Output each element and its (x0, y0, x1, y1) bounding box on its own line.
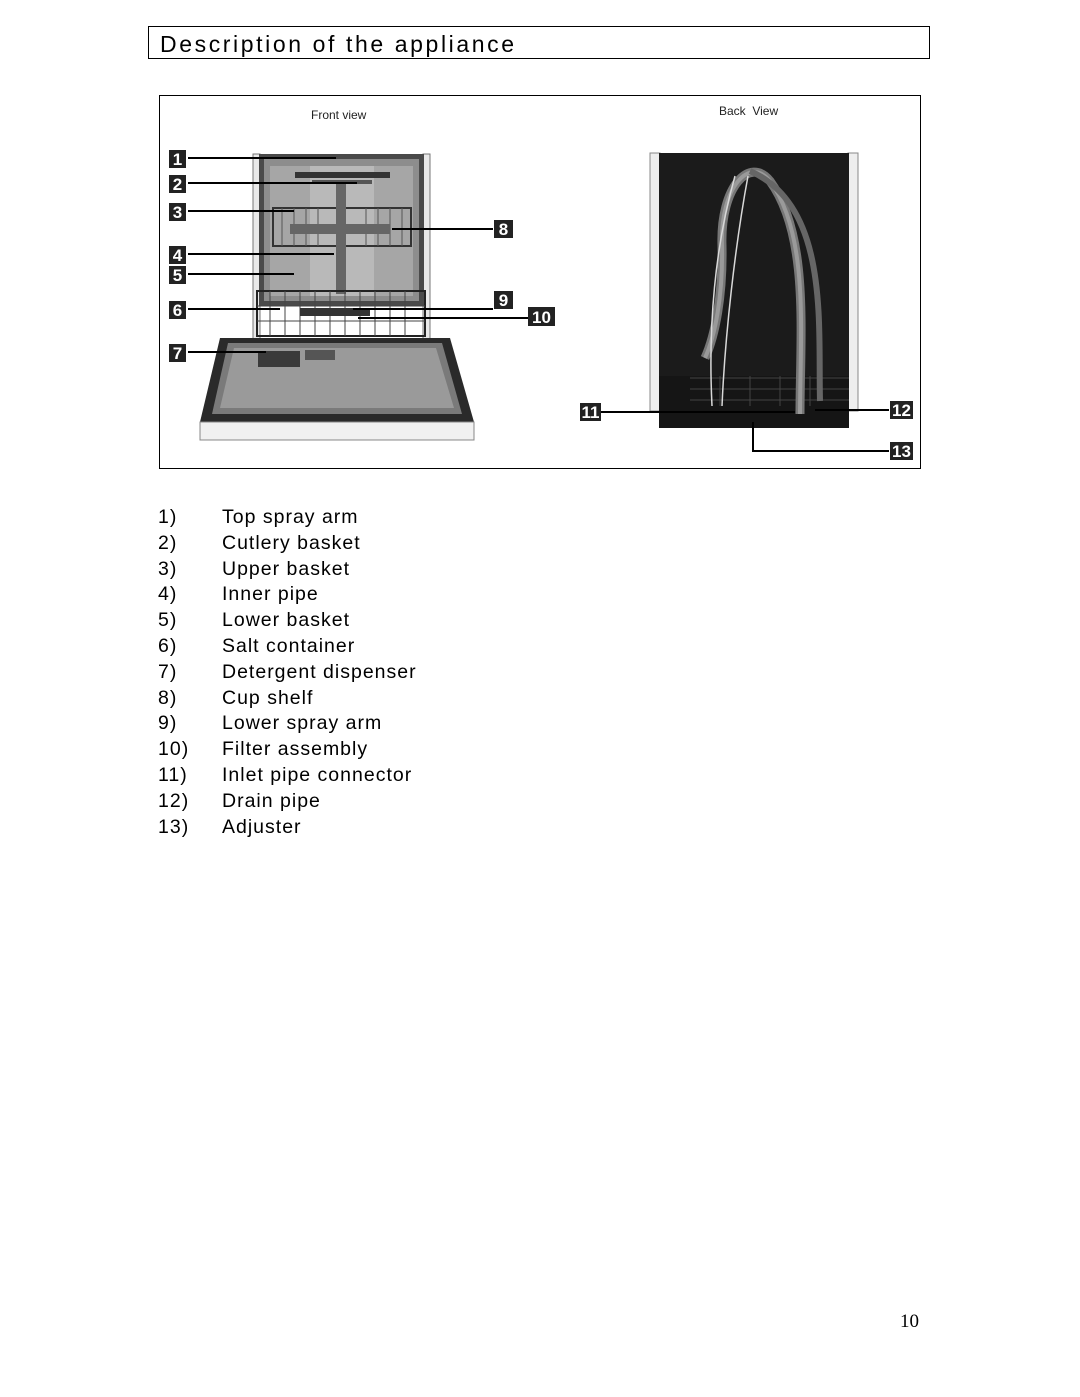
item-number: 1) (158, 506, 178, 528)
callout-number-7: 7 (173, 344, 182, 363)
callout-number-10: 10 (532, 308, 551, 327)
item-label: Salt container (222, 634, 356, 657)
item-number: 7) (158, 660, 178, 683)
back-view-caption: Back View (719, 104, 778, 118)
callout-badge-6 (169, 301, 186, 319)
list-item: 12) Drain pipe (158, 789, 417, 815)
front-callout-lines (188, 157, 528, 353)
list-item: 5) Lower basket (158, 608, 417, 634)
callout-number-6: 6 (173, 301, 182, 320)
callout-number-8: 8 (499, 220, 508, 239)
list-item: 7) Detergent dispenser (158, 660, 417, 686)
item-label: Top spray arm (222, 506, 359, 528)
list-item: 2) Cutlery basket (158, 531, 417, 557)
item-number: 8) (158, 686, 178, 709)
list-item: 9) Lower spray arm (158, 711, 417, 737)
callout-number-4: 4 (173, 246, 183, 265)
item-label: Filter assembly (222, 738, 369, 761)
list-item: 11) Inlet pipe connector (158, 763, 417, 789)
list-item: 8) Cup shelf (158, 686, 417, 712)
callout-number-5: 5 (173, 266, 182, 285)
callout-number-1: 1 (173, 150, 182, 169)
callout-badge-2 (169, 175, 186, 193)
item-label: Cup shelf (222, 686, 314, 709)
callout-badge-12 (890, 401, 913, 419)
item-label: Lower basket (222, 609, 350, 632)
callout-badge-8 (494, 220, 513, 238)
item-number: 6) (158, 634, 178, 657)
callout-badge-11 (580, 403, 601, 421)
item-number: 5) (158, 609, 178, 632)
item-number: 3) (158, 557, 178, 580)
item-number: 12) (158, 789, 190, 812)
list-item: 6) Salt container (158, 634, 417, 660)
item-number: 2) (158, 531, 178, 554)
front-view-caption: Front view (311, 108, 367, 122)
callout-badge-5 (169, 266, 186, 284)
item-label: Drain pipe (222, 789, 321, 812)
callout-badge-9 (494, 291, 513, 309)
page-title: Description of the appliance (160, 31, 517, 57)
item-label: Inner pipe (222, 583, 319, 606)
callout-number-13: 13 (892, 442, 911, 461)
item-number: 13) (158, 815, 190, 838)
item-label: Cutlery basket (222, 531, 361, 554)
parts-legend: 1) Top spray arm 2) Cutlery basket 3) Upper… (158, 505, 417, 840)
section-title-box: Description of the appliance (148, 26, 930, 59)
list-item: 4) Inner pipe (158, 582, 417, 608)
item-label: Inlet pipe connector (222, 763, 413, 786)
callout-badge-10 (528, 307, 555, 326)
callout-badge-7 (169, 344, 186, 362)
front-view-photo (199, 153, 475, 441)
callout-number-3: 3 (173, 203, 182, 222)
page-number: 10 (900, 1311, 919, 1332)
item-number: 10) (158, 738, 190, 761)
callout-badge-1 (169, 150, 186, 168)
callout-badge-13 (890, 442, 913, 460)
back-callout-lines (600, 409, 889, 452)
item-label: Adjuster (222, 815, 302, 838)
appliance-figure: Front view Back View (159, 95, 921, 469)
callout-number-2: 2 (173, 175, 182, 194)
back-view-photo (649, 152, 859, 428)
item-number: 11) (158, 763, 188, 786)
list-item: 3) Upper basket (158, 557, 417, 583)
item-label: Upper basket (222, 557, 350, 580)
item-label: Detergent dispenser (222, 660, 417, 683)
item-number: 4) (158, 583, 178, 606)
callout-number-11: 11 (582, 403, 600, 422)
callout-badge-3 (169, 203, 186, 221)
callout-number-12: 12 (892, 401, 911, 420)
callout-number-9: 9 (499, 291, 508, 310)
list-item: 1) Top spray arm (158, 505, 417, 531)
appliance-diagram: Front view Back View (169, 104, 913, 461)
list-item: 13) Adjuster (158, 815, 417, 841)
list-item: 10) Filter assembly (158, 737, 417, 763)
item-label: Lower spray arm (222, 712, 383, 735)
callout-badge-4 (169, 246, 186, 264)
item-number: 9) (158, 712, 178, 735)
callout-badges: 1 2 3 4 5 6 7 8 9 10 11 12 13 (169, 150, 913, 461)
